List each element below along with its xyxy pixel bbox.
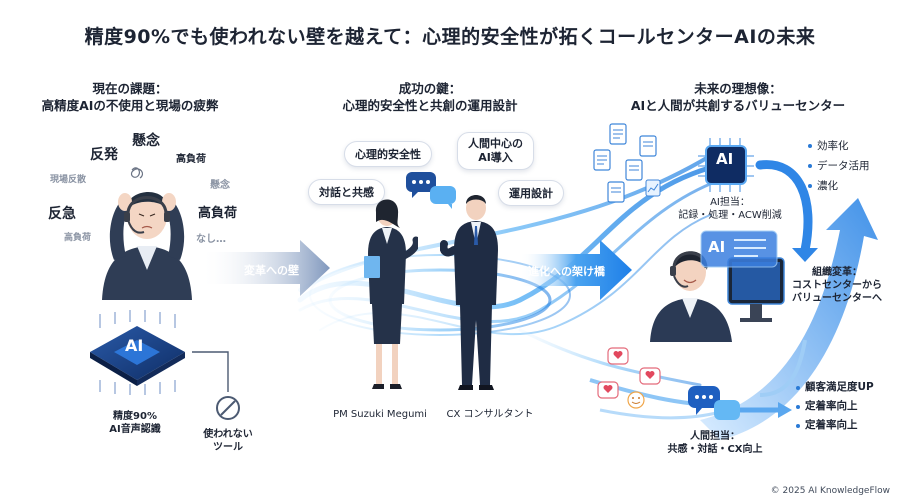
wall-arrow (200, 240, 330, 296)
complaint-word: 懸念 (210, 180, 230, 191)
chip-label-line2: AI音声認識 (109, 424, 161, 435)
wall-arrow-label: 変革への壁 (244, 264, 299, 277)
page-title: 精度90%でも使われない壁を越えて：心理的安全性が拓くコールセンターAIの未来 (84, 26, 816, 48)
ai-processor-icon (698, 138, 754, 192)
ai-role-line2: 記録・処理・ACW削減 (678, 210, 782, 221)
unused-line2: ツール (213, 442, 243, 453)
data-documents-icons (593, 123, 661, 203)
bubble-human-centered: 人間中心の AI導入 (457, 132, 534, 170)
cx-label: CX コンサルタント (446, 409, 534, 420)
list-item: 顧客満足度UP (796, 378, 874, 397)
chip-ai-text: AI (125, 336, 144, 355)
bridge-arrow-label: 進化への架け橋 (528, 265, 605, 278)
pm-label: PM Suzuki Megumi (333, 409, 427, 420)
human-role-line1: 人間担当： (690, 431, 740, 442)
chip-label-line1: 精度90% (113, 411, 157, 422)
org-line1: 組織変革： (812, 267, 862, 278)
human-role-label: 人間担当： 共感・対話・CX向上 (660, 430, 770, 456)
key-title-line1: 成功の鍵： (398, 81, 462, 96)
complaint-word: 反発 (90, 147, 118, 163)
unused-line1: 使われない (203, 429, 253, 440)
list-item-text: 顧客満足度UP (805, 381, 874, 393)
key-section-title: 成功の鍵： 心理的安全性と共創の運用設計 (330, 80, 530, 114)
bubble-psych-safety: 心理的安全性 (344, 141, 432, 167)
human-benefits-list: 顧客満足度UP 定着率向上 定着率向上 (796, 378, 874, 435)
pm-woman-illustration (364, 199, 418, 389)
current-section-title: 現在の課題： 高精度AIの不使用と現場の疲弊 (30, 80, 230, 114)
bridge-arrow (520, 240, 632, 300)
reaction-icons (597, 347, 661, 409)
ai-screen-text: AI (708, 238, 726, 256)
future-title-line2: AIと人間が共創するバリューセンター (630, 98, 846, 113)
cx-man-illustration (440, 195, 498, 390)
ai-role-label: AI担当： 記録・処理・ACW削減 (670, 196, 790, 222)
complaint-word: なし… (196, 234, 226, 245)
list-item: 定着率向上 (796, 416, 874, 435)
chip-label: 精度90% AI音声認識 (90, 410, 180, 436)
prohibited-icon (216, 396, 240, 420)
complaint-word: 高負荷 (64, 233, 92, 243)
human-chat-icon (688, 386, 740, 420)
org-line3: バリューセンターへ (792, 293, 882, 304)
complaint-word: 現場反散 (50, 175, 87, 185)
bubble-human-centered-line1: 人間中心の (468, 137, 523, 150)
list-item-text: データ活用 (817, 160, 870, 172)
ai-processor-text: AI (716, 150, 734, 168)
complaint-word: 高負荷 (176, 154, 206, 165)
complaint-word: 懸念 (132, 133, 160, 149)
list-item: 効率化 (808, 136, 870, 156)
stressed-operator-illustration (102, 167, 192, 300)
bullet-icon (808, 164, 812, 168)
list-item-text: 定着率向上 (805, 400, 858, 412)
current-title-line2: 高精度AIの不使用と現場の疲弊 (41, 98, 219, 113)
happy-operator-illustration (650, 251, 785, 342)
copyright: © 2025 AI KnowledgeFlow (770, 486, 890, 496)
chat-bubbles-icon (406, 172, 456, 209)
list-item-text: 濃化 (817, 180, 838, 192)
org-transform-label: 組織変革： コストセンターから バリューセンターへ (782, 266, 892, 305)
list-item: 濃化 (808, 176, 870, 196)
bullet-icon (808, 184, 812, 188)
bubble-operation-design: 運用設計 (498, 180, 564, 206)
bubble-human-centered-line2: AI導入 (478, 151, 513, 164)
bubble-dialogue: 対話と共感 (308, 179, 385, 205)
unused-tool-label: 使われない ツール (196, 428, 260, 454)
list-item: データ活用 (808, 156, 870, 176)
complaint-word: 反急 (48, 206, 76, 222)
bullet-icon (796, 404, 800, 409)
ai-benefits-list: 効率化 データ活用 濃化 (808, 136, 870, 196)
ai-chat-panel (700, 230, 778, 268)
list-item-text: 効率化 (817, 140, 849, 152)
future-title-line1: 未来の理想像： (694, 81, 782, 96)
current-title-line1: 現在の課題： (92, 81, 168, 96)
key-title-line2: 心理的安全性と共創の運用設計 (342, 98, 518, 113)
list-item-text: 定着率向上 (805, 419, 858, 431)
list-item: 定着率向上 (796, 397, 874, 416)
bullet-icon (796, 385, 800, 390)
human-role-line2: 共感・対話・CX向上 (667, 444, 763, 455)
connector-line (192, 351, 229, 392)
future-section-title: 未来の理想像： AIと人間が共創するバリューセンター (618, 80, 858, 114)
org-line2: コストセンターから (792, 280, 882, 291)
bullet-icon (808, 144, 812, 148)
ai-chip-illustration (90, 310, 185, 395)
bullet-icon (796, 423, 800, 428)
ai-role-line1: AI担当： (710, 197, 750, 208)
complaint-word: 高負荷 (198, 206, 238, 221)
